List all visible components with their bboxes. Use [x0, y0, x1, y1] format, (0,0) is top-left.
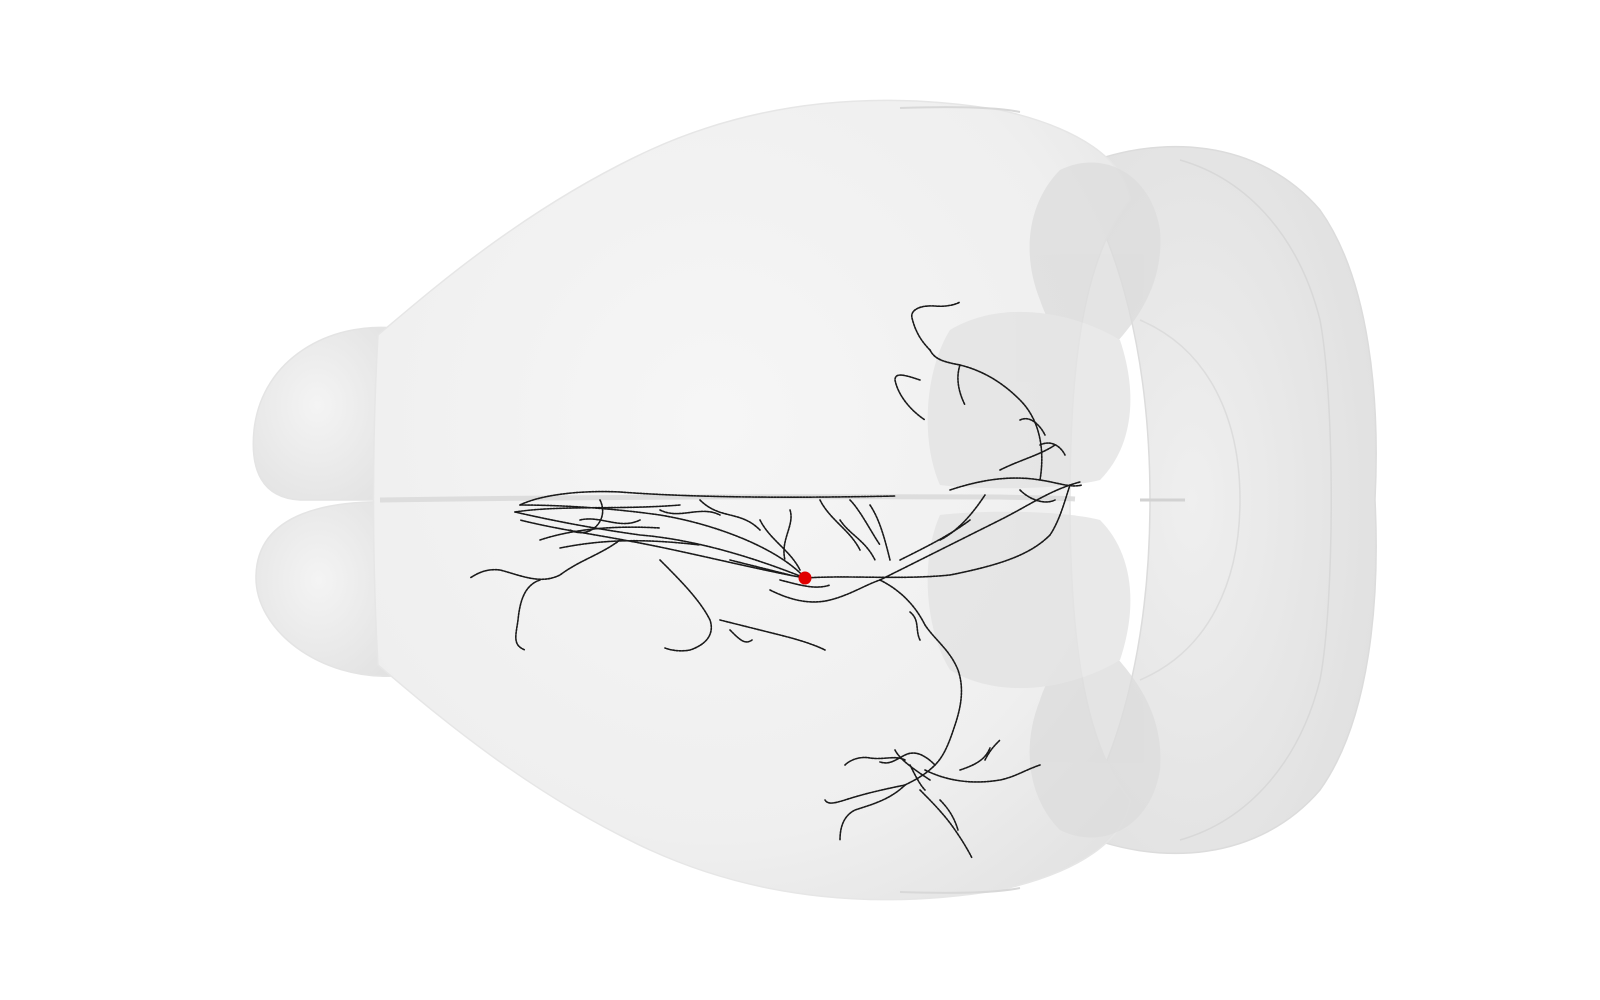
olfactory-bulb-lower — [255, 501, 396, 677]
cerebellum — [1068, 145, 1377, 855]
midbrain-overlay — [927, 162, 1161, 838]
neuron-morphology — [469, 301, 1083, 859]
olfactory-bulb-upper — [252, 326, 396, 501]
cortex — [372, 99, 1131, 901]
olfactory-bulbs — [252, 326, 396, 677]
neuron-soma[interactable] — [798, 571, 812, 585]
